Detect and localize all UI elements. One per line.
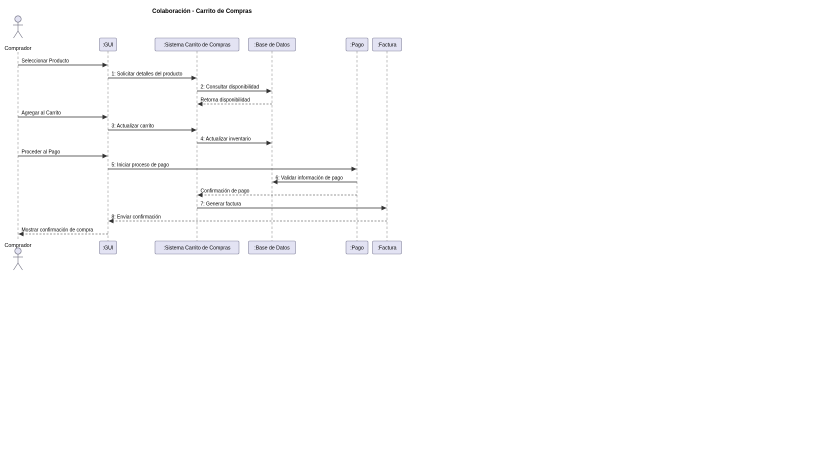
participant-box <box>99 240 117 255</box>
participant-sistema-bottom: :Sistema Carrito de Compras <box>154 240 240 255</box>
participant-label: :Base de Datos <box>254 42 290 48</box>
participant-label: :Sistema Carrito de Compras <box>164 42 231 48</box>
lifelines <box>17 51 388 241</box>
participant-label: :Factura <box>377 245 396 251</box>
message-label: 4: Actualizar inventario <box>201 136 252 142</box>
participant-factura-top: :Factura <box>372 37 402 52</box>
message-label: Seleccionar Producto <box>22 58 70 64</box>
message-14: Mostrar confirmación de compra <box>18 227 108 237</box>
participant-gui-bottom: :GUI <box>99 240 117 255</box>
actor-label: Comprador <box>5 243 32 249</box>
message-label: Confirmación de pago <box>201 188 250 194</box>
message-6: 3: Actualizar carrito <box>108 123 197 133</box>
participant-bd-top: :Base de Datos <box>248 37 296 52</box>
participant-box <box>154 240 240 255</box>
participant-box <box>345 240 369 255</box>
message-4: Retorna disponibilidad <box>197 97 272 107</box>
participant-box <box>99 37 117 52</box>
participant-pago-top: :Pago <box>345 37 369 52</box>
message-11: Confirmación de pago <box>197 188 357 198</box>
participant-label: :Pago <box>350 42 364 48</box>
participant-label: :Sistema Carrito de Compras <box>164 245 231 251</box>
message-7: 4: Actualizar inventario <box>197 136 272 146</box>
message-label: 3: Actualizar carrito <box>112 123 155 129</box>
actor-icon <box>13 247 23 271</box>
message-1: Seleccionar Producto <box>18 58 108 68</box>
message-label: Agregar al Carrito <box>22 110 62 116</box>
message-label: Proceder al Pago <box>22 149 61 155</box>
participant-gui-top: :GUI <box>99 37 117 52</box>
message-label: 1: Solicitar detalles del producto <box>112 71 183 77</box>
participant-box <box>372 240 402 255</box>
participant-box <box>372 37 402 52</box>
participant-box <box>345 37 369 52</box>
message-12: 7: Generar factura <box>197 201 387 211</box>
message-label: 7: Generar factura <box>201 201 242 207</box>
participant-pago-bottom: :Pago <box>345 240 369 255</box>
message-3: 2: Consultar disponibilidad <box>197 84 272 94</box>
actor-icon <box>13 15 23 39</box>
messages: Seleccionar Producto 1: Solicitar detalle… <box>18 58 387 237</box>
participant-box <box>248 240 296 255</box>
participant-box <box>154 37 240 52</box>
participant-label: :Pago <box>350 245 364 251</box>
participant-factura-bottom: :Factura <box>372 240 402 255</box>
actor-label: Comprador <box>5 46 32 52</box>
participant-label: :Base de Datos <box>254 245 290 251</box>
message-13: 8: Enviar confirmación <box>108 214 387 224</box>
message-label: Mostrar confirmación de compra <box>22 227 94 233</box>
actor-comprador-bottom: Comprador <box>5 243 32 271</box>
message-5: Agregar al Carrito <box>18 110 108 120</box>
message-10: 6: Validar información de pago <box>272 175 357 185</box>
message-label: 5: Iniciar proceso de pago <box>112 162 170 168</box>
message-2: 1: Solicitar detalles del producto <box>108 71 197 81</box>
actor-comprador-top: Comprador <box>5 15 32 52</box>
participant-label: :GUI <box>103 245 114 251</box>
message-label: 8: Enviar confirmación <box>112 214 162 220</box>
participant-label: :Factura <box>377 42 396 48</box>
message-label: 6: Validar información de pago <box>276 175 344 181</box>
message-label: Retorna disponibilidad <box>201 97 251 103</box>
message-label: 2: Consultar disponibilidad <box>201 84 260 90</box>
participant-box <box>248 37 296 52</box>
diagram-title: Colaboración - Carrito de Compras <box>152 9 252 15</box>
participant-label: :GUI <box>103 42 114 48</box>
participant-bd-bottom: :Base de Datos <box>248 240 296 255</box>
message-8: Proceder al Pago <box>18 149 108 159</box>
participant-sistema-top: :Sistema Carrito de Compras <box>154 37 240 52</box>
message-9: 5: Iniciar proceso de pago <box>108 162 357 172</box>
